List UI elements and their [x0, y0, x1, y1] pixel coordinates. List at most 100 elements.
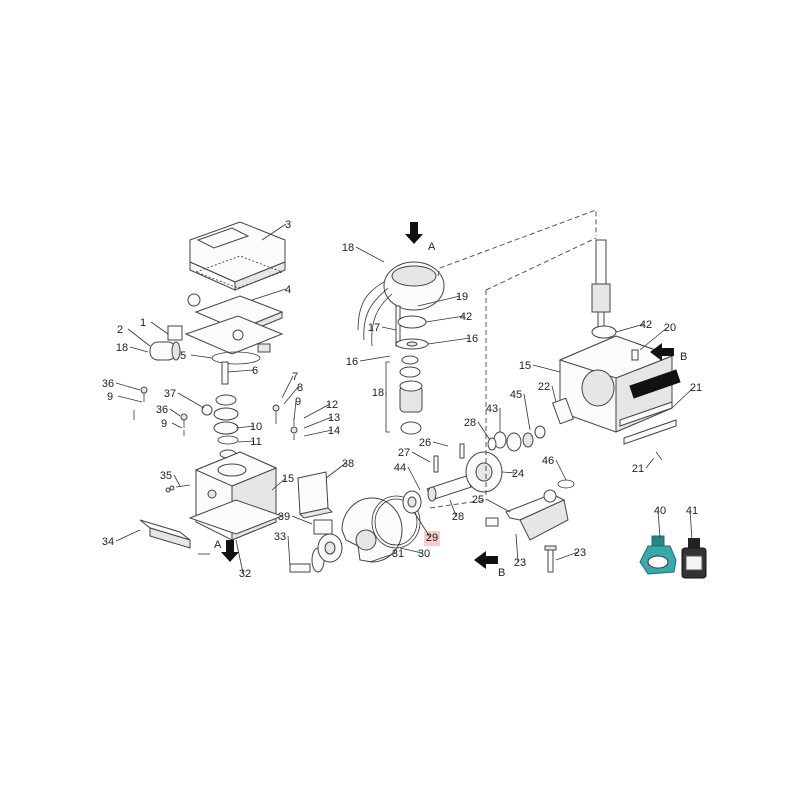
bearing-29-part — [402, 490, 422, 514]
part-39 — [313, 519, 333, 535]
leader-line-c29 — [413, 511, 431, 538]
bracket-34-part — [139, 519, 191, 549]
leader-line-c13 — [303, 416, 333, 429]
leader-line-c22 — [551, 385, 557, 403]
shaft-28-part — [426, 475, 472, 502]
base-plate-part — [184, 315, 284, 355]
leader-line-c36b — [169, 408, 181, 417]
callout-label-c20: 20 — [664, 322, 676, 334]
bearings-43-45-part — [493, 425, 546, 452]
bearing-42-right-part — [591, 325, 617, 339]
pins-26-27-part — [433, 443, 465, 473]
view-arrow-label-a4: B — [498, 567, 505, 579]
callout-label-c30: 30 — [418, 548, 430, 560]
callout-label-c18c: 18 — [372, 387, 384, 399]
view-arrow-a1 — [405, 222, 423, 244]
leader-line-c15b — [532, 364, 561, 373]
key-46-part — [557, 479, 575, 489]
guide-lines — [429, 209, 597, 509]
callout-label-c26: 26 — [419, 437, 431, 449]
shaft-6-part — [221, 361, 229, 385]
leader-line-c8 — [283, 386, 299, 405]
bearing-42-center-part — [397, 315, 427, 329]
callout-label-c18b: 18 — [116, 342, 128, 354]
callout-label-c12: 12 — [326, 399, 338, 411]
callout-label-c36b: 36 — [156, 404, 168, 416]
leader-line-c42a — [425, 315, 465, 323]
callout-label-c42a: 42 — [460, 311, 472, 323]
rotor-part — [399, 355, 423, 435]
leader-line-c38 — [325, 462, 347, 479]
callout-label-c43: 43 — [486, 403, 498, 415]
callout-label-c36a: 36 — [102, 378, 114, 390]
view-arrow-label-a2: A — [214, 539, 222, 551]
leader-line-c45 — [523, 393, 531, 431]
callout-label-c22: 22 — [538, 381, 550, 393]
leader-line-c25 — [485, 498, 511, 513]
callout-label-c16b: 16 — [466, 333, 478, 345]
leader-line-c10 — [235, 425, 255, 429]
callout-label-c10: 10 — [250, 421, 262, 433]
callout-label-c38: 38 — [342, 458, 354, 470]
leader-lines — [115, 223, 695, 574]
leader-line-c34 — [115, 529, 141, 542]
leader-line-c3 — [261, 223, 287, 241]
bearing-stack-part — [213, 394, 239, 459]
washer-28-part — [487, 437, 497, 451]
leader-line-c14 — [303, 429, 333, 437]
leader-line-c21b — [645, 457, 655, 469]
leader-line-c9c — [293, 400, 297, 421]
leader-line-c9a — [117, 395, 143, 403]
callout-label-c23b: 23 — [574, 547, 586, 559]
part-22 — [552, 397, 574, 425]
leader-line-c39 — [291, 515, 313, 525]
view-arrow-label-a1: A — [428, 241, 436, 253]
lever-23-part — [505, 489, 569, 541]
callout-label-c16a: 16 — [346, 356, 358, 368]
callout-label-c6: 6 — [252, 365, 258, 377]
cover-38-part — [297, 471, 334, 519]
stator-part — [357, 261, 445, 347]
grease-40-part — [639, 535, 677, 575]
view-arrow-a3 — [650, 343, 674, 361]
leader-line-c18b — [129, 346, 149, 353]
callout-label-c9c: 9 — [295, 396, 301, 408]
leader-line-c40 — [657, 509, 661, 539]
pinion-gear-33-part — [289, 533, 343, 573]
washer-16-part — [395, 338, 429, 350]
callout-label-c45: 45 — [510, 389, 522, 401]
callout-label-c21b: 21 — [632, 463, 644, 475]
callout-label-c25: 25 — [472, 494, 484, 506]
callout-label-c23a: 23 — [514, 557, 526, 569]
callout-label-c15b: 15 — [519, 360, 531, 372]
callout-label-c8: 8 — [297, 382, 303, 394]
callout-label-c33: 33 — [274, 531, 286, 543]
leader-line-c30 — [399, 547, 423, 554]
callout-label-c34: 34 — [102, 536, 114, 548]
callout-label-c28a: 28 — [464, 417, 476, 429]
leader-line-c23b — [555, 551, 579, 561]
leader-line-c9b — [171, 422, 183, 429]
gearbox-housing-part — [188, 451, 284, 541]
callout-label-c46: 46 — [542, 455, 554, 467]
leader-line-c7 — [281, 375, 294, 399]
leader-line-c18a — [355, 246, 385, 263]
callout-label-c21a: 21 — [690, 382, 702, 394]
leader-line-c33 — [287, 535, 291, 567]
callout-label-c17: 17 — [368, 322, 380, 334]
callout-label-c5: 5 — [180, 350, 186, 362]
view-arrow-label-a3: B — [680, 351, 687, 363]
leader-line-c21a — [671, 386, 695, 409]
leader-line-c16a — [359, 355, 391, 362]
callout-label-c19: 19 — [456, 291, 468, 303]
highlight-29 — [424, 531, 440, 546]
leader-line-c31 — [369, 552, 397, 563]
screw-23-part — [544, 545, 557, 573]
callout-label-c1: 1 — [140, 317, 146, 329]
bracket-18-part — [385, 361, 390, 433]
callout-label-c2: 2 — [117, 324, 123, 336]
callout-label-c35: 35 — [160, 470, 172, 482]
leader-line-c32 — [235, 539, 244, 574]
